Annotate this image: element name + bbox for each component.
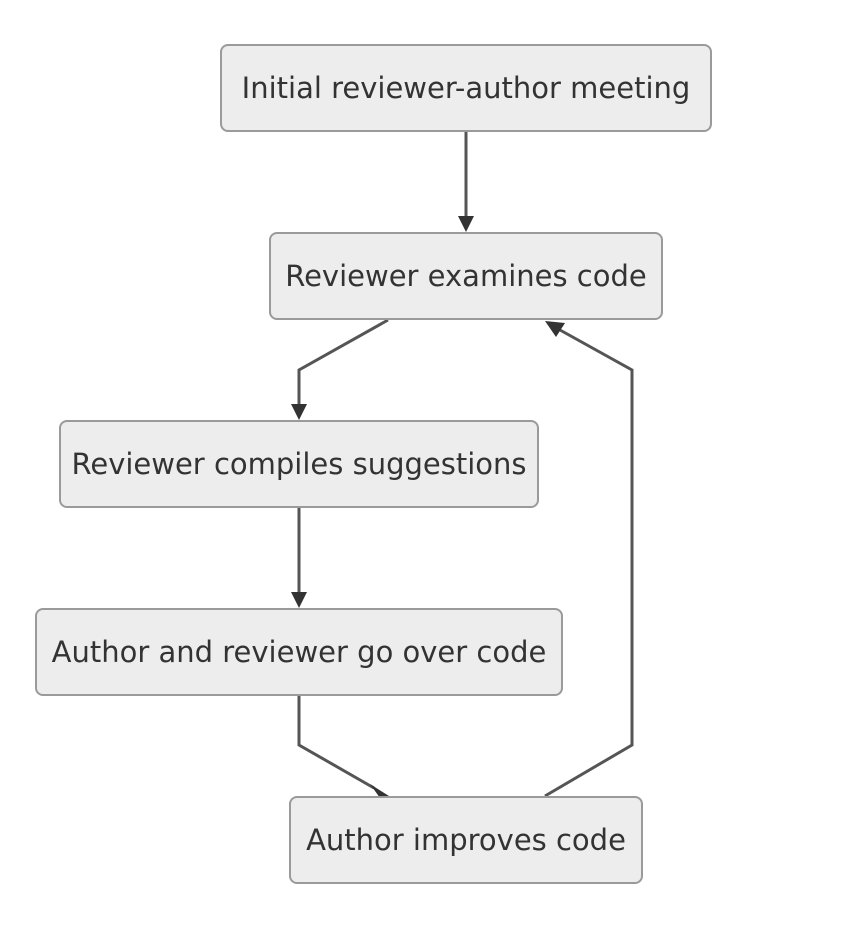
- node-compile[interactable]: Reviewer compiles suggestions: [59, 420, 539, 508]
- node-label: Initial reviewer-author meeting: [242, 71, 691, 105]
- node-label: Reviewer compiles suggestions: [72, 447, 527, 481]
- edge-meeting-to-examine: [458, 132, 474, 232]
- node-box: [59, 420, 539, 508]
- node-box: [35, 608, 563, 696]
- edge-line: [297, 696, 375, 790]
- node-label: Reviewer examines code: [285, 259, 647, 293]
- arrowhead-icon: [545, 321, 565, 337]
- node-examine[interactable]: Reviewer examines code: [269, 232, 663, 320]
- node-box: [220, 44, 712, 132]
- node-meeting[interactable]: Initial reviewer-author meeting: [220, 44, 712, 132]
- edge-compile-to-goover: [291, 508, 307, 608]
- node-improve[interactable]: Author improves code: [289, 796, 643, 884]
- node-box: [269, 232, 663, 320]
- edge-improve-to-examine: [544, 321, 634, 798]
- node-goover[interactable]: Author and reviewer go over code: [35, 608, 563, 696]
- edge-line: [544, 328, 634, 798]
- arrowhead-icon: [458, 216, 474, 232]
- node-label: Author improves code: [306, 823, 626, 857]
- edge-goover-to-improve: [297, 696, 389, 798]
- edges: [291, 132, 634, 798]
- arrowhead-icon: [370, 784, 389, 798]
- node-box: [289, 796, 643, 884]
- edge-examine-to-compile: [291, 318, 389, 420]
- edge-line: [297, 318, 389, 404]
- arrowhead-icon: [291, 592, 307, 608]
- node-label: Author and reviewer go over code: [52, 635, 547, 669]
- arrowhead-icon: [291, 404, 307, 420]
